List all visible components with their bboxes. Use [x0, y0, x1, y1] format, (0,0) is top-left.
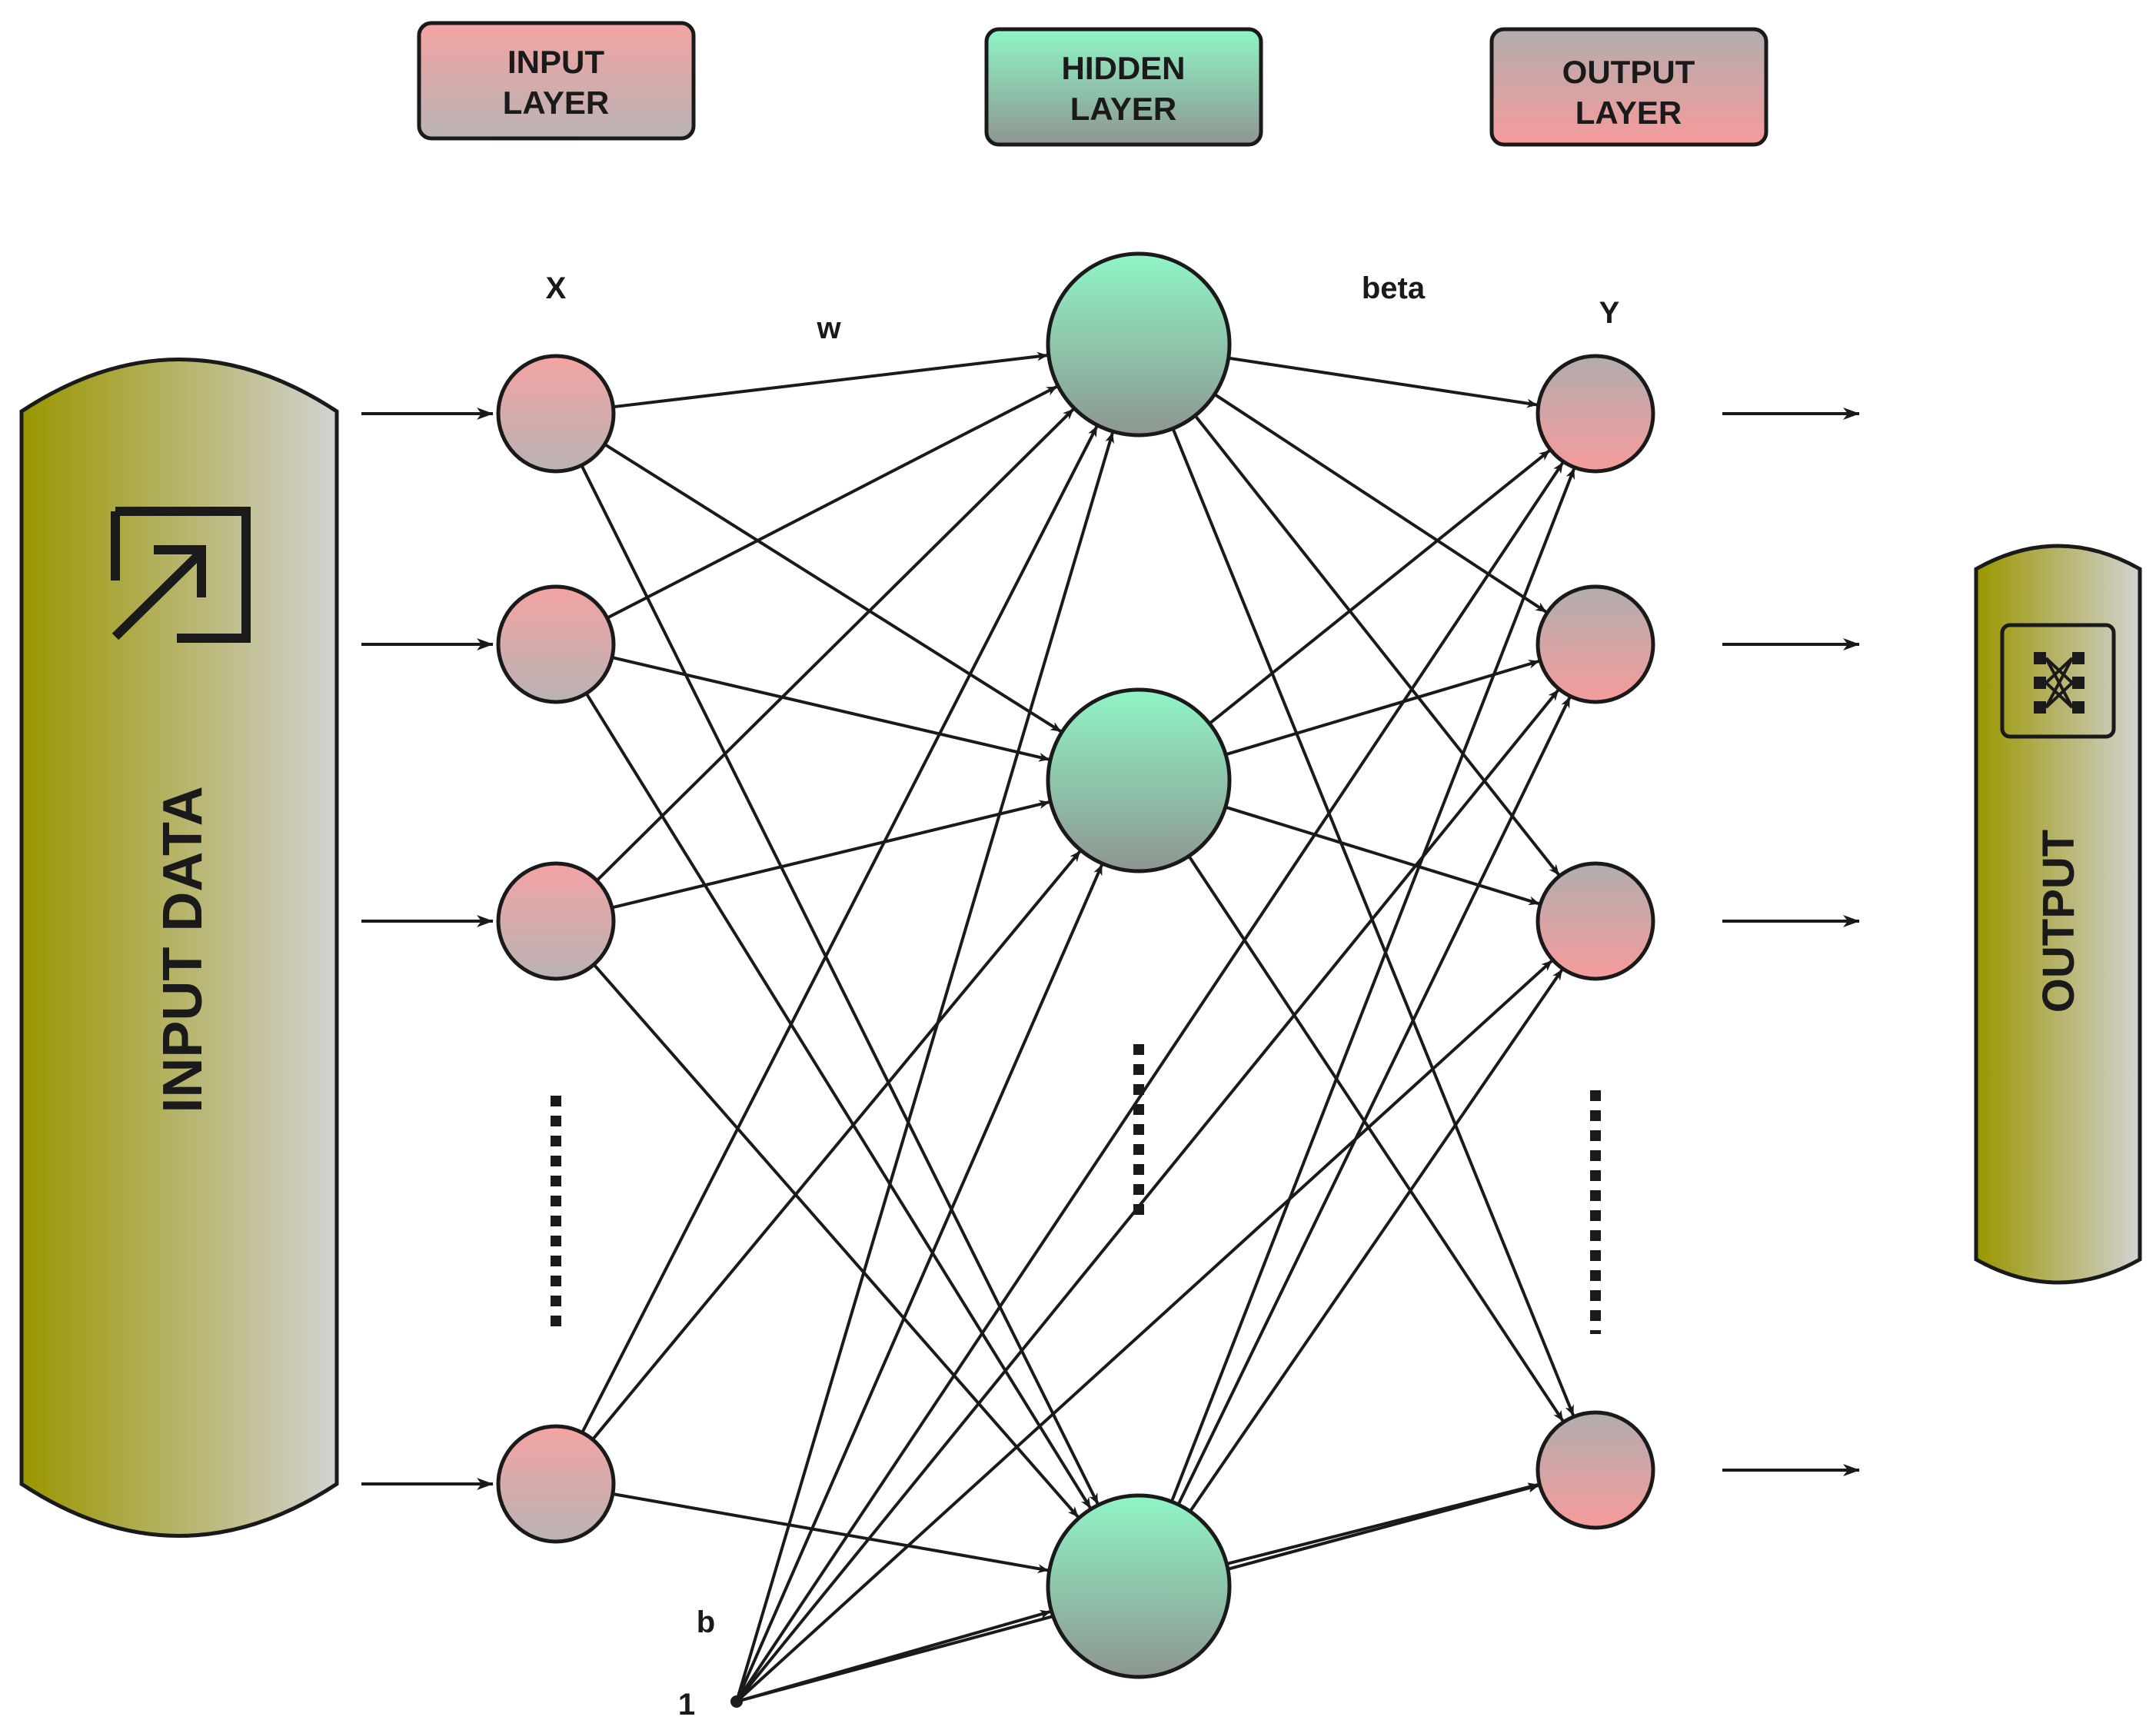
weight-edge-beta [1169, 467, 1575, 1502]
legend-output-line2: LAYER [1575, 95, 1682, 131]
input-data-cylinder: INPUT DATA [19, 358, 339, 1538]
input-arrows [361, 408, 494, 1490]
input-node [496, 354, 616, 474]
label-y: Y [1599, 296, 1620, 330]
weight-edge-w [611, 656, 1050, 762]
input-data-label: INPUT DATA [152, 786, 214, 1113]
weight-edge-beta [1225, 659, 1540, 757]
weight-edge-beta [1225, 805, 1540, 906]
bias-edge-output [735, 461, 1564, 1703]
legend-output-line1: OUTPUT [1562, 54, 1695, 90]
input-node [496, 1424, 616, 1544]
weight-edge-beta [1208, 449, 1551, 725]
bias-edge-hidden [735, 432, 1114, 1702]
legend-input-layer: INPUT LAYER [417, 21, 696, 141]
legend-hidden-line2: LAYER [1070, 91, 1177, 127]
legend-input-line1: INPUT [507, 44, 604, 80]
hidden-node [1046, 1493, 1232, 1679]
output-label: OUTPUT [2034, 830, 2084, 1013]
output-arrows [1722, 408, 1860, 1476]
ellipsis-markers [551, 1044, 1601, 1334]
weight-edge-beta [1226, 1482, 1539, 1565]
output-node [1535, 861, 1655, 981]
import-arrow-icon [111, 507, 251, 643]
weight-edge-w [606, 385, 1058, 620]
weight-edge-beta [1228, 356, 1538, 408]
legend-hidden-line1: HIDDEN [1061, 50, 1185, 86]
weight-edge-beta [1187, 855, 1565, 1422]
label-one: 1 [678, 1688, 695, 1722]
bias-edge-output [735, 689, 1559, 1703]
weight-edge-beta [1171, 428, 1575, 1416]
connections [580, 351, 1575, 1703]
bias-edge-output [735, 960, 1553, 1703]
hidden-node [1046, 251, 1232, 437]
weight-edge-w [612, 1492, 1049, 1573]
label-b: b [697, 1605, 715, 1639]
label-x: X [546, 271, 567, 305]
weight-edge-w [581, 425, 1099, 1434]
network-icon [2000, 623, 2116, 739]
legend-output-layer: OUTPUT LAYER [1489, 27, 1768, 147]
bias-point [730, 1695, 743, 1708]
output-node [1535, 1410, 1655, 1530]
label-w: w [816, 311, 841, 345]
weight-edge-w [595, 408, 1075, 882]
input-node [496, 584, 616, 704]
output-node [1535, 584, 1655, 704]
weight-edge-w [611, 800, 1050, 910]
input-node [496, 861, 616, 981]
legend-input-line2: LAYER [503, 85, 610, 121]
weight-edge-beta [1189, 969, 1564, 1512]
weight-edge-w [613, 351, 1048, 409]
bias-edge-hidden [735, 864, 1103, 1702]
weight-edge-beta [1176, 697, 1572, 1505]
hidden-node [1046, 687, 1232, 873]
nodes [496, 251, 1655, 1679]
weight-edge-w [592, 963, 1080, 1519]
output-cylinder: OUTPUT [1974, 544, 2142, 1285]
weight-edge-beta [1193, 414, 1560, 876]
legend-hidden-layer: HIDDEN LAYER [984, 27, 1263, 147]
weight-edge-w [580, 464, 1100, 1505]
weight-edge-w [591, 850, 1081, 1441]
output-node [1535, 354, 1655, 474]
label-beta: beta [1362, 271, 1426, 305]
weight-edge-w [604, 443, 1062, 733]
weight-edge-beta [1213, 393, 1547, 614]
